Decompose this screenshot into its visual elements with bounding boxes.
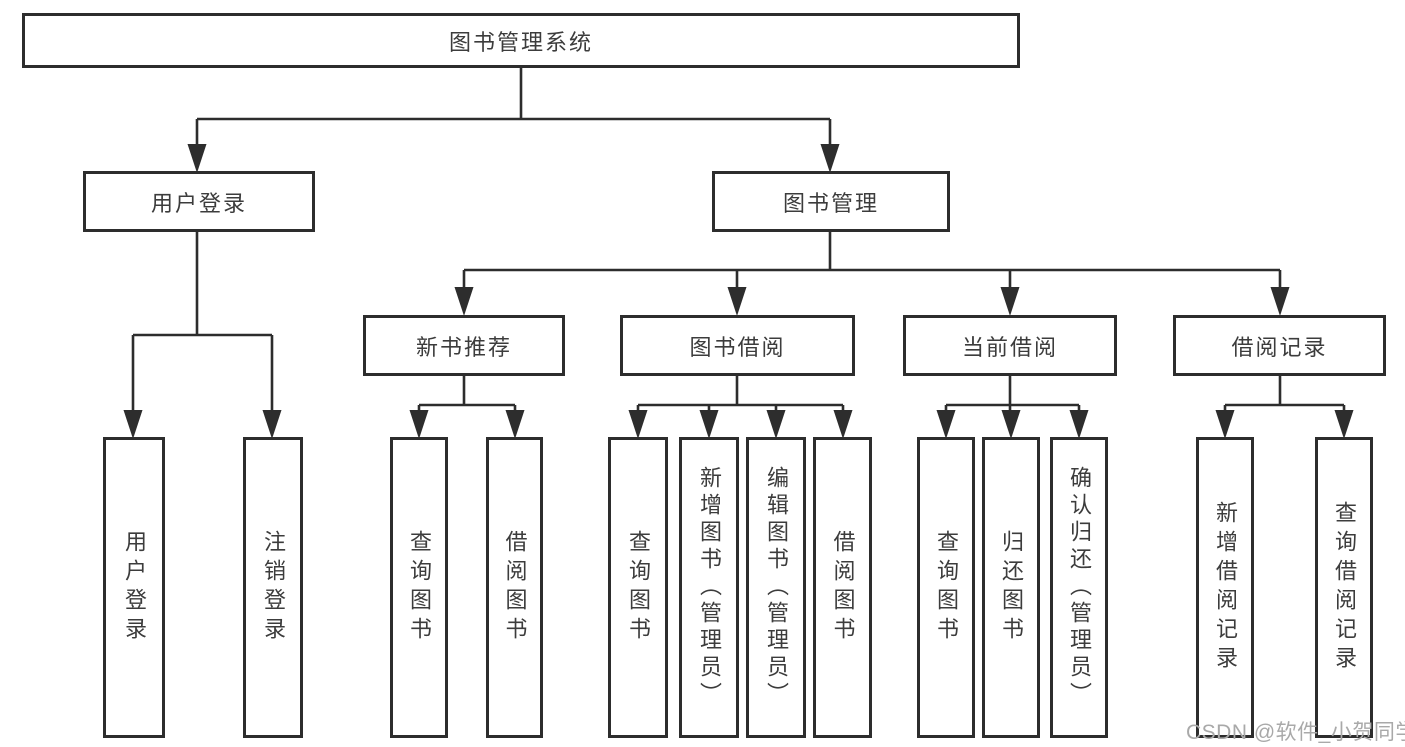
node-current-borrowing: 当前借阅 bbox=[903, 315, 1117, 376]
node-borrowing-records: 借阅记录 bbox=[1173, 315, 1386, 376]
node-book-borrowing: 图书借阅 bbox=[620, 315, 855, 376]
leaf-add-books-admin: 新增图书（管理员） bbox=[679, 437, 739, 738]
leaf-logout: 注销登录 bbox=[243, 437, 303, 738]
node-user-login: 用户登录 bbox=[83, 171, 315, 232]
leaf-add-borrow-record: 新增借阅记录 bbox=[1196, 437, 1254, 738]
leaf-query-books-borrowing: 查询图书 bbox=[608, 437, 668, 738]
leaf-borrow-books-borrowing: 借阅图书 bbox=[813, 437, 872, 738]
leaf-edit-books-admin: 编辑图书（管理员） bbox=[746, 437, 806, 738]
leaf-query-books-recommend: 查询图书 bbox=[390, 437, 448, 738]
node-book-management: 图书管理 bbox=[712, 171, 950, 232]
leaf-query-borrow-record: 查询借阅记录 bbox=[1315, 437, 1373, 738]
leaf-borrow-books-recommend: 借阅图书 bbox=[486, 437, 543, 738]
leaf-query-books-current: 查询图书 bbox=[917, 437, 975, 738]
node-library-management-system: 图书管理系统 bbox=[22, 13, 1020, 68]
leaf-return-books: 归还图书 bbox=[982, 437, 1040, 738]
node-new-book-recommend: 新书推荐 bbox=[363, 315, 565, 376]
leaf-confirm-return-admin: 确认归还（管理员） bbox=[1050, 437, 1108, 738]
leaf-user-login: 用户登录 bbox=[103, 437, 165, 738]
csdn-watermark: CSDN @软件_小贺同学 bbox=[1186, 721, 1405, 744]
arrowheads bbox=[123, 144, 1354, 439]
